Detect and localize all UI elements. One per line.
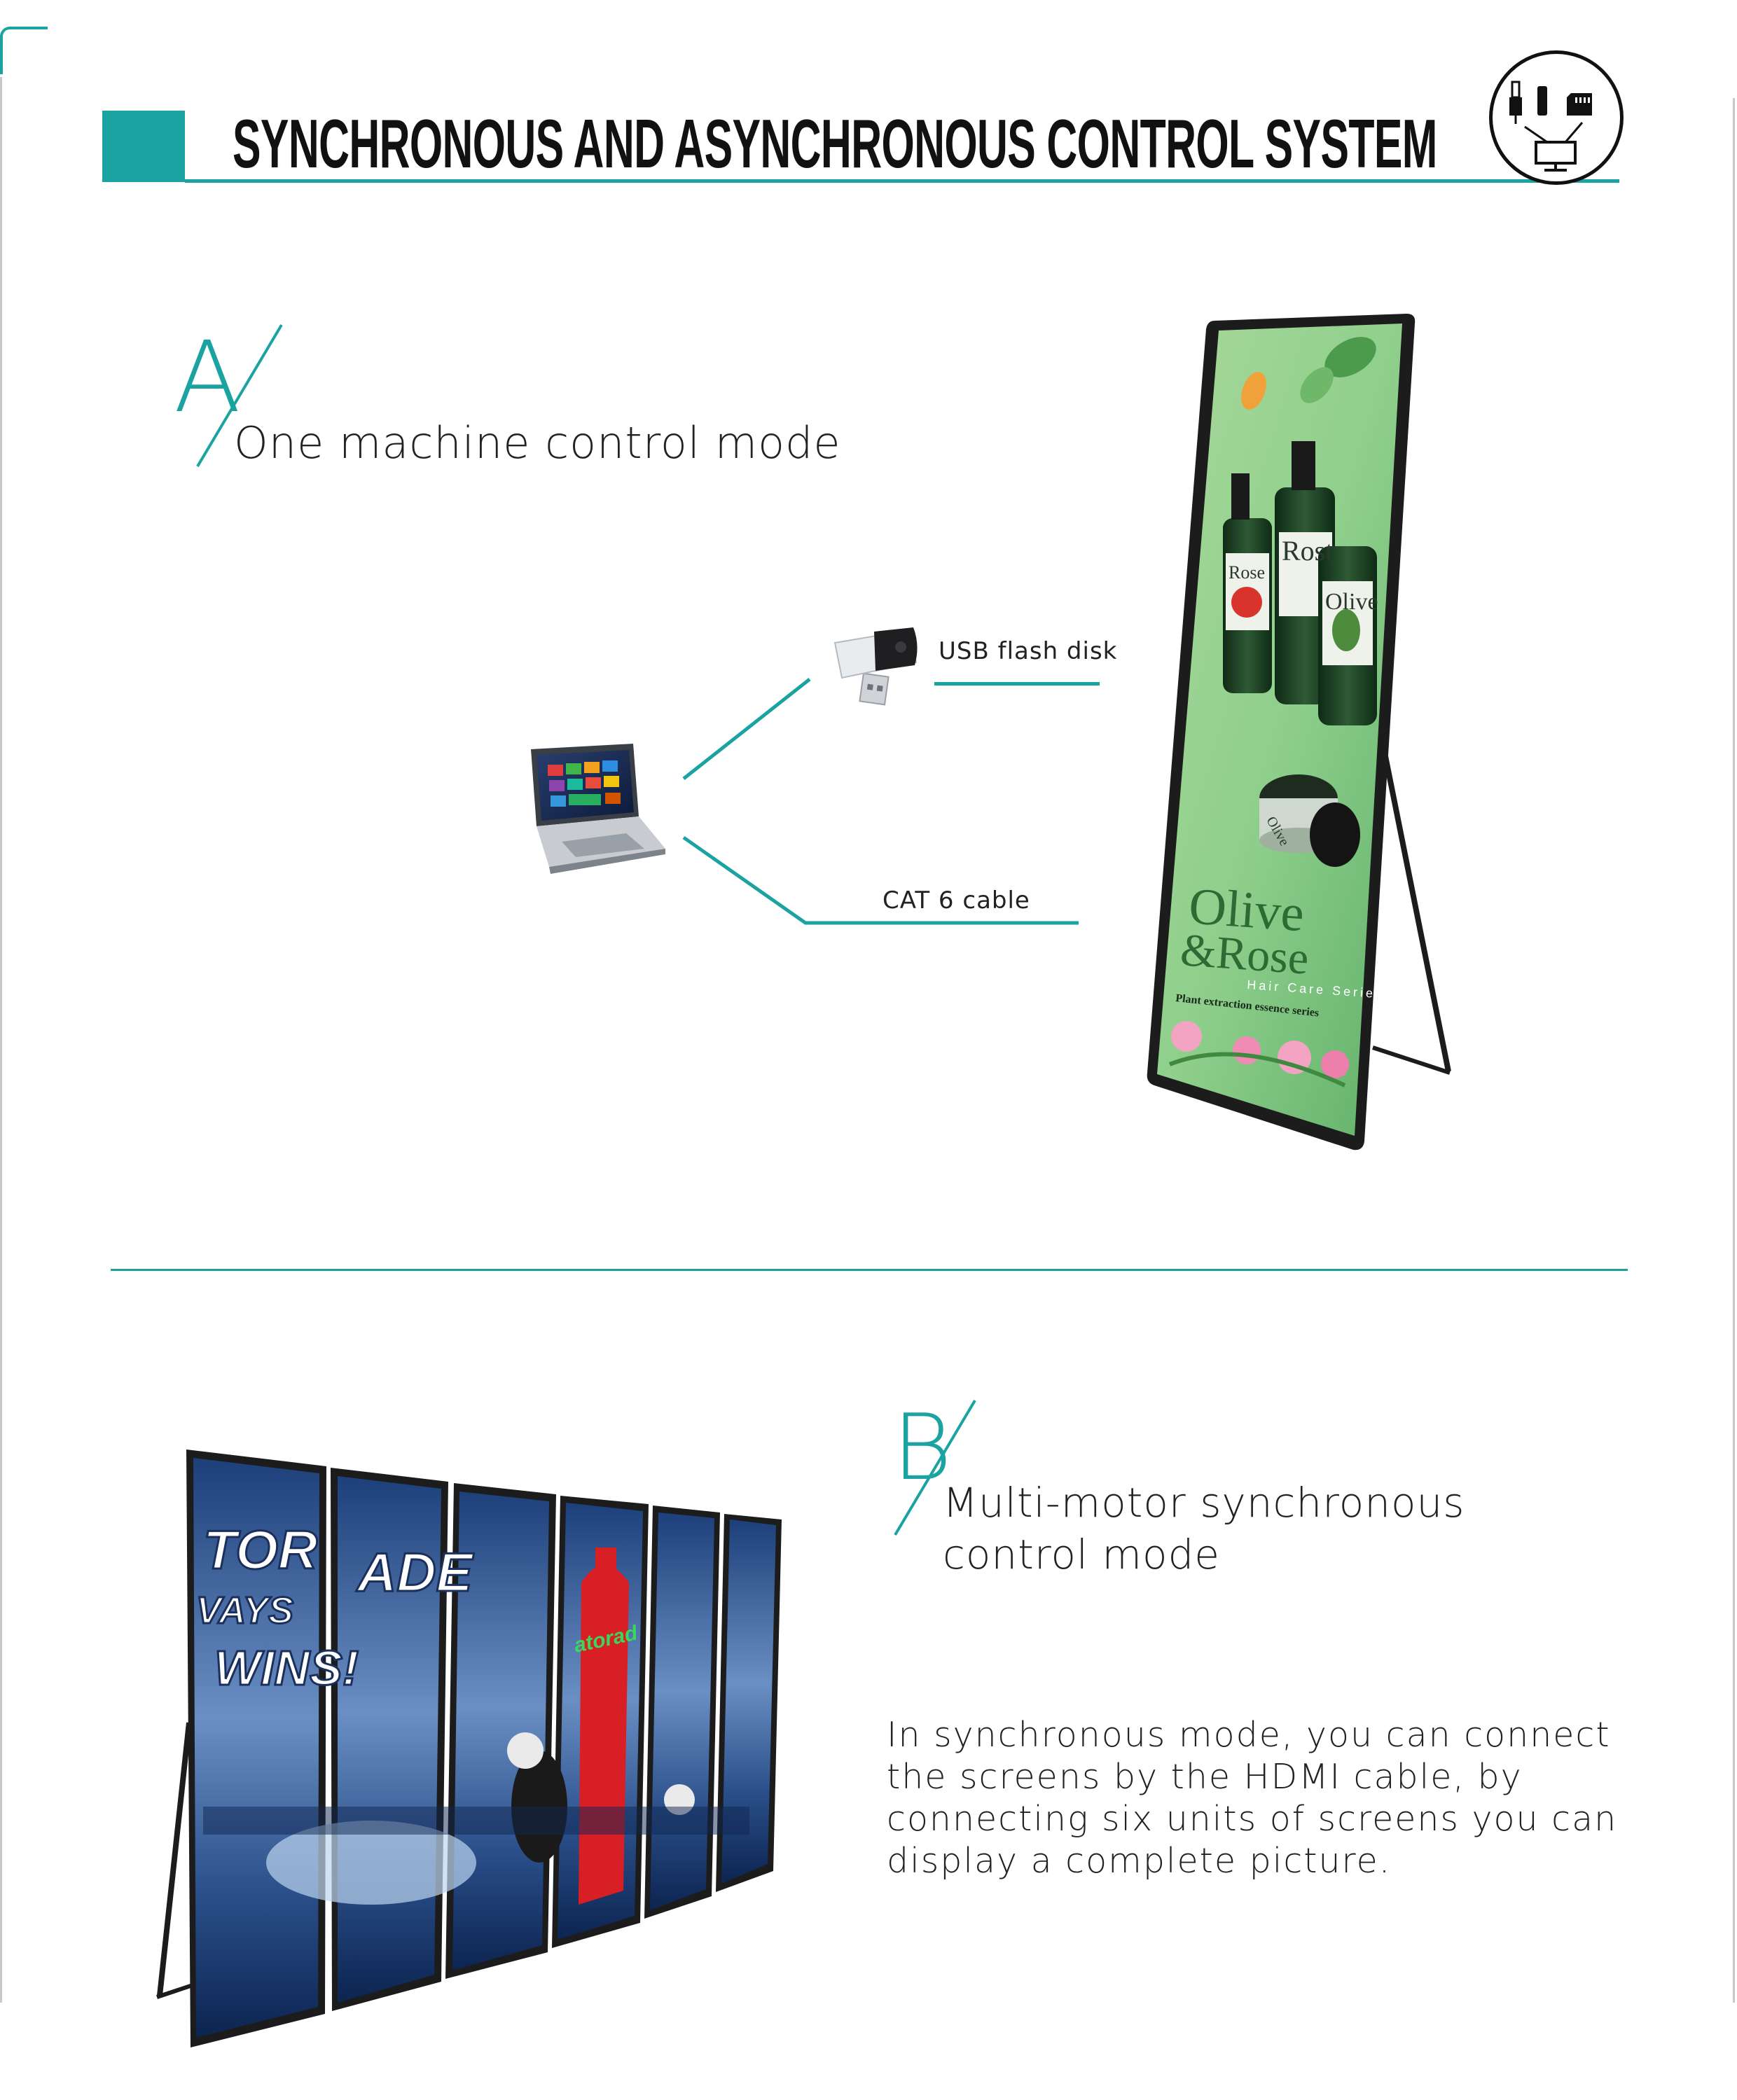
header-underline	[185, 179, 1619, 183]
panel-word-1: TOR	[203, 1519, 317, 1580]
section-b-description: In synchronous mode, you can connect the…	[887, 1714, 1617, 1882]
usb-flash-disk-icon	[833, 627, 918, 706]
description-line: display a complete picture.	[887, 1841, 1392, 1881]
description-line: the screens by the HDMI cable, by	[887, 1757, 1523, 1797]
section-b-letter: B	[892, 1394, 953, 1501]
usb-flash-disk-label: USB flash disk	[939, 637, 1118, 665]
description-line: connecting six units of screens you can	[887, 1799, 1618, 1839]
connection-lines	[682, 678, 1079, 925]
poster-headline-1: Olive	[1187, 877, 1306, 943]
panel-word-2: ADE	[356, 1541, 474, 1603]
synchronized-screens-image: TOR ADE VAYS WINS! atorad	[156, 1449, 782, 2047]
header-accent-block	[102, 111, 185, 182]
page-edge-right	[1733, 98, 1735, 2003]
usb-monitor-connection-icon	[1489, 50, 1624, 185]
corner-mark	[0, 27, 48, 74]
description-line: In synchronous mode, you can connect	[887, 1715, 1611, 1755]
laptop-icon	[531, 744, 665, 874]
usb-label-underline	[934, 682, 1100, 686]
section-a-slash	[196, 324, 283, 468]
panel-word-4: WINS!	[214, 1641, 359, 1695]
page-title: SYNCHRONOUS AND ASYNCHRONOUS CONTROL SYS…	[233, 105, 1437, 182]
section-divider	[111, 1269, 1628, 1271]
section-b-slash	[894, 1399, 976, 1536]
poster-headline-2: &Rose	[1179, 924, 1310, 985]
section-b-title-line1: Multi-motor synchronous	[943, 1479, 1465, 1527]
section-b-title-line2: control mode	[943, 1531, 1220, 1578]
poster-bottle-left-text: Rose	[1229, 562, 1265, 583]
poster-display-screen: Rose Rost Olive Olive Olive &Rose Hair C…	[1147, 314, 1451, 1150]
page-edge-left	[0, 77, 2, 2003]
poster-bottle-right-text: Olive	[1325, 589, 1378, 615]
panel-word-3: VAYS	[196, 1590, 293, 1632]
cat6-cable-label: CAT 6 cable	[883, 886, 1030, 915]
section-a-title: One machine control mode	[234, 417, 841, 468]
poster-bottle-middle-text: Rost	[1282, 535, 1333, 566]
